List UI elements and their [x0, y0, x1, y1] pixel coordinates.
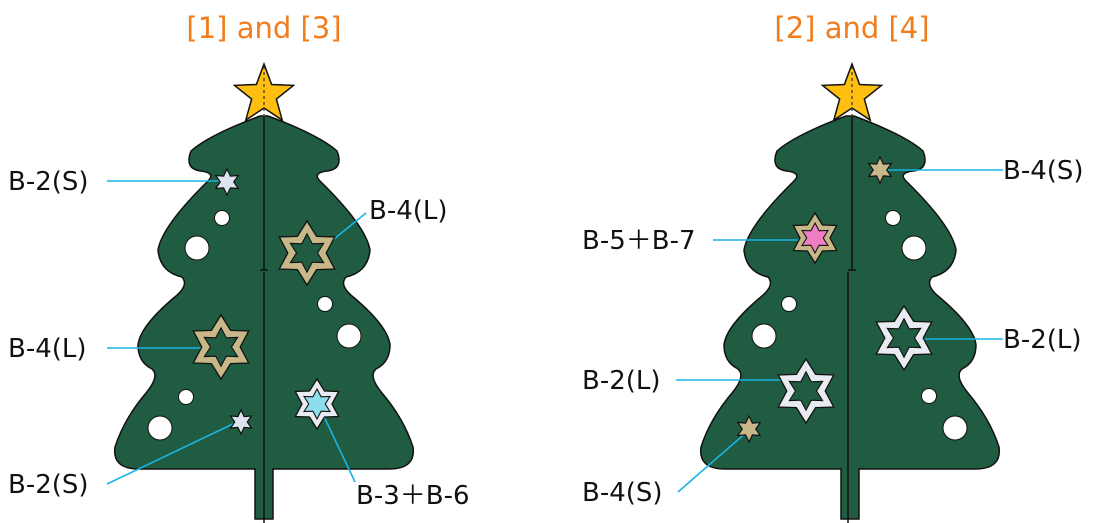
small-gold-star-ornament: [736, 414, 762, 444]
star-shape: [214, 167, 240, 197]
left-panel-heading: [1] and [3]: [186, 11, 341, 45]
large-silver-hexagram-ornament: [777, 357, 835, 425]
left-tree-holes: [147, 210, 362, 441]
hexagram-center-shape: [302, 387, 332, 421]
hole: [178, 389, 194, 405]
star-shape: [736, 414, 762, 444]
hole: [336, 323, 362, 349]
leader-line: [106, 421, 238, 485]
right-tree-holes: [751, 210, 968, 441]
star-shape: [229, 408, 253, 436]
hole: [781, 296, 797, 312]
hexagram-center-shape: [203, 326, 239, 368]
right-ornaments: [736, 155, 933, 444]
label-b2l-right: B-2(L): [1003, 325, 1082, 355]
hexagram-center-shape: [788, 370, 824, 412]
hole: [751, 323, 777, 349]
large-gold-hexagram-ornament: [192, 313, 250, 381]
left-tree-panel: [1] and [3]: [8, 11, 470, 523]
hole: [901, 235, 927, 261]
small-star-ornament: [229, 408, 253, 436]
label-b2s-top: B-2(S): [8, 167, 89, 197]
hole: [317, 296, 333, 312]
hexagram-center-shape: [289, 232, 325, 274]
left-ornaments: [192, 167, 340, 436]
hexagram-center-shape: [800, 221, 830, 255]
right-tree-panel: [2] and [4]: [582, 11, 1084, 523]
leader-line: [677, 430, 749, 493]
label-b3-b6: B-3＋B-6: [356, 481, 470, 511]
star-shape: [867, 155, 893, 185]
left-tree: [113, 115, 415, 523]
hole: [214, 210, 230, 226]
large-gold-hexagram-ornament: [278, 219, 336, 287]
hole: [942, 415, 968, 441]
label-b5-b7: B-5＋B-7: [582, 226, 696, 256]
hole: [184, 235, 210, 261]
small-gold-star-ornament: [867, 155, 893, 185]
hole: [885, 210, 901, 226]
silver-hexagram-cyan-center-ornament: [294, 377, 340, 431]
right-panel-heading: [2] and [4]: [774, 11, 929, 45]
label-b4l-top: B-4(L): [369, 196, 448, 226]
label-b4l-mid: B-4(L): [8, 334, 87, 364]
label-b4s-bottom: B-4(S): [582, 478, 663, 508]
label-b2s-bottom: B-2(S): [8, 470, 89, 500]
hole: [921, 388, 937, 404]
hexagram-center-shape: [886, 317, 922, 359]
gold-hexagram-pink-center-ornament: [792, 211, 838, 265]
left-leader-lines: [106, 180, 367, 485]
label-b2l-left: B-2(L): [582, 366, 661, 396]
hole: [147, 415, 173, 441]
label-b4s-top: B-4(S): [1003, 156, 1084, 186]
small-star-ornament: [214, 167, 240, 197]
right-tree-body: [699, 115, 1001, 520]
large-silver-hexagram-ornament: [875, 304, 933, 372]
right-tree: [699, 115, 1001, 523]
leader-line: [318, 405, 356, 483]
